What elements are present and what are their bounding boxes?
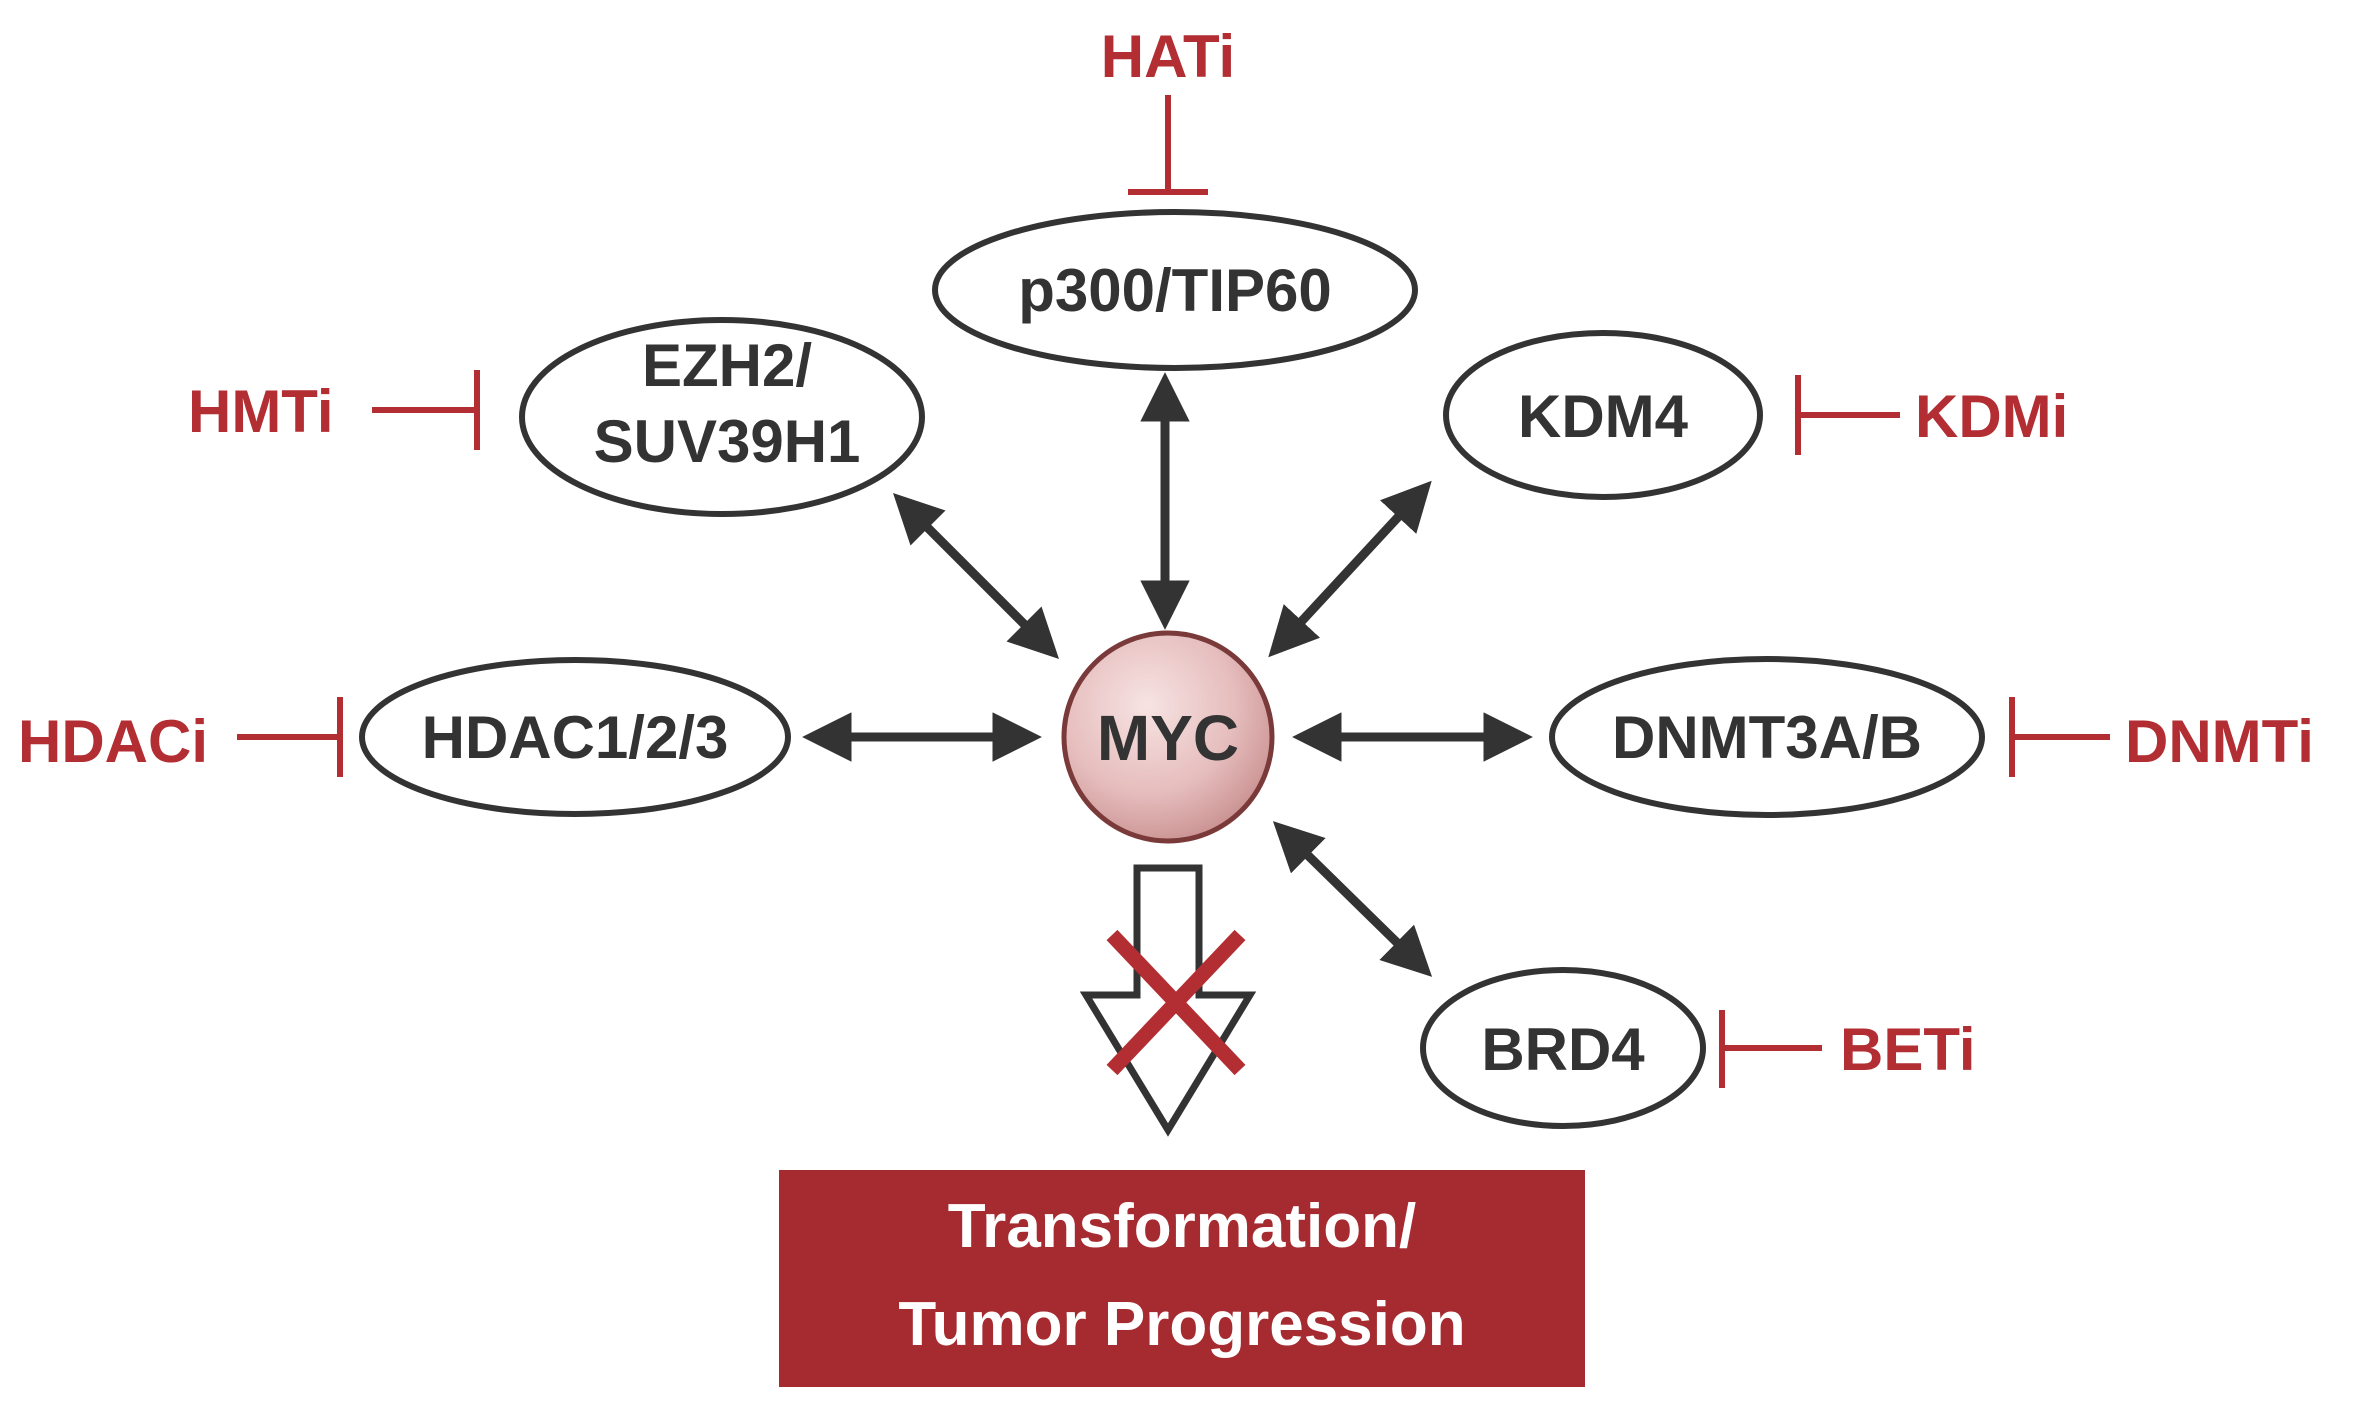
node-brd4: BRD4: [1420, 967, 1706, 1129]
outcome-label-line2: Tumor Progression: [898, 1290, 1465, 1359]
inhibition-t-bar-icon: [1128, 95, 1208, 195]
node-kdm4-label: KDM4: [1518, 383, 1689, 450]
node-hdac-label: HDAC1/2/3: [422, 704, 729, 771]
arrow-myc-brd4-icon: [1272, 821, 1433, 977]
inhibitor-hati: HATi: [1101, 23, 1235, 195]
node-dnmt-label: DNMT3A/B: [1612, 704, 1922, 771]
node-ezh2: EZH2/ SUV39H1: [519, 317, 925, 517]
node-dnmt: DNMT3A/B: [1549, 656, 1985, 818]
inhibition-t-bar-icon: [1795, 375, 1900, 455]
node-ezh2-label-line1: EZH2/: [642, 332, 812, 399]
outcome-box: Transformation/ Tumor Progression: [779, 1170, 1585, 1387]
inhibitor-hati-label: HATi: [1101, 23, 1235, 90]
node-ezh2-label-line2: SUV39H1: [594, 408, 861, 475]
inhibitor-beti-label: BETi: [1840, 1016, 1976, 1083]
inhibitor-hdaci-label: HDACi: [18, 708, 208, 775]
inhibitor-beti: BETi: [1719, 1010, 1976, 1088]
outcome-label-line1: Transformation/: [948, 1192, 1417, 1261]
inhibitor-dnmti-label: DNMTi: [2125, 708, 2314, 775]
arrow-myc-kdm4-icon: [1268, 480, 1432, 658]
inhibitor-hmti: HMTi: [188, 370, 480, 450]
cross-mark-icon: [1106, 929, 1246, 1076]
interaction-arrows: [802, 372, 1533, 977]
node-hdac: HDAC1/2/3: [359, 657, 791, 817]
inhibitor-dnmti: DNMTi: [2009, 697, 2314, 777]
inhibitor-hmti-label: HMTi: [188, 378, 334, 445]
inhibition-t-bar-icon: [2009, 697, 2110, 777]
inhibition-t-bar-icon: [237, 697, 343, 777]
node-brd4-label: BRD4: [1481, 1016, 1645, 1083]
node-myc: MYC: [1061, 630, 1275, 844]
inhibitor-kdmi-label: KDMi: [1915, 383, 2068, 450]
node-p300: p300/TIP60: [932, 209, 1418, 371]
node-myc-label: MYC: [1097, 702, 1239, 774]
inhibitor-hdaci: HDACi: [18, 697, 343, 777]
node-p300-label: p300/TIP60: [1018, 257, 1332, 324]
node-kdm4: KDM4: [1443, 330, 1763, 500]
inhibitor-kdmi: KDMi: [1795, 375, 2068, 455]
inhibition-t-bar-icon: [1719, 1010, 1822, 1088]
inhibition-t-bar-icon: [372, 370, 480, 450]
arrow-myc-ezh2-icon: [892, 492, 1060, 660]
